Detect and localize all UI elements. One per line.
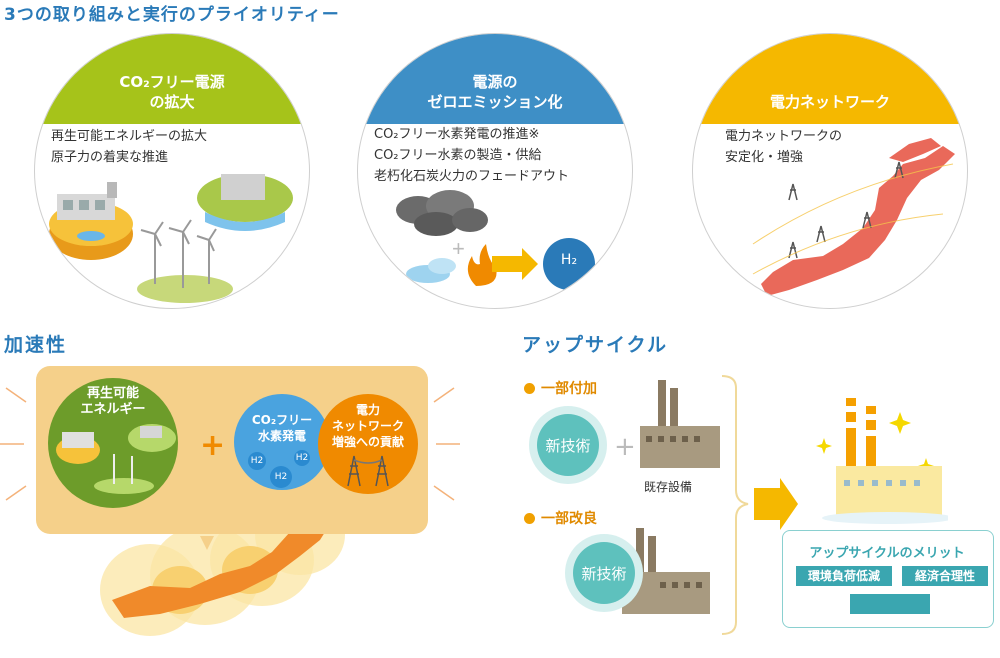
acceleration-heading: 加速性 <box>4 334 68 356</box>
pillar-header: CO₂フリー電源 の拡大 <box>35 34 309 124</box>
svg-text:+: + <box>452 236 465 261</box>
new-tech-circle: 新技術 <box>537 414 599 476</box>
plus-sign: + <box>200 428 226 463</box>
upcycle-bracket <box>721 375 798 635</box>
pillar-title-line1: CO₂フリー電源 <box>119 73 225 91</box>
merit-title: アップサイクルのメリット <box>809 546 965 561</box>
h2-bubble: H2 <box>270 466 292 488</box>
network-label-line: ネットワーク <box>331 419 404 433</box>
pillar-power-network: 電力ネットワーク 電力ネットワークの 安定化・増強 <box>692 33 968 309</box>
renewable-label-line: エネルギー <box>80 402 146 417</box>
pillar-zero-emission: 電源の ゼロエミッション化 CO₂フリー水素発電の推進※ CO₂フリー水素の製造… <box>357 33 633 309</box>
new-tech-circle: 新技術 <box>573 542 635 604</box>
pillar-text-line: 原子力の着実な推進 <box>51 150 169 165</box>
pillar-text-line: 再生可能エネルギーの拡大 <box>51 129 208 144</box>
japan-heat-map <box>100 495 345 636</box>
pillar-text: 再生可能エネルギーの拡大 原子力の着実な推進 <box>51 126 207 168</box>
h2-label: H₂ <box>560 252 578 268</box>
renewable-label-line: 再生可能 <box>86 386 139 401</box>
pillar-text: CO₂フリー水素発電の推進※ CO₂フリー水素の製造・供給 老朽化石炭火力のフェ… <box>374 124 569 187</box>
flame-icon <box>467 244 497 286</box>
pillar-title-line1: 電力ネットワーク <box>769 93 890 111</box>
partial-add-item: 一部付加 <box>524 378 597 398</box>
renewable-label: 再生可能 エネルギー <box>48 386 178 418</box>
coal-icon <box>396 190 488 236</box>
bullet-icon <box>524 383 535 394</box>
hydrogen-label-line: CO₂フリー <box>251 413 313 427</box>
pillar-text-line: CO₂フリー水素発電の推進※ <box>374 127 540 142</box>
air-icon <box>406 258 456 283</box>
renewable-mini-illustration <box>56 424 176 494</box>
partial-add-label: 一部付加 <box>541 381 597 397</box>
h2-bubble: H2 <box>294 450 310 466</box>
upcycle-heading: アップサイクル <box>522 334 669 356</box>
partial-improve-label: 一部改良 <box>541 511 597 527</box>
network-label-line: 増強への貢献 <box>331 435 404 449</box>
pillar-text-line: CO₂フリー水素の製造・供給 <box>374 148 542 163</box>
hydrogen-label-line: 水素発電 <box>257 429 306 443</box>
pillar-title-line2: の拡大 <box>149 93 195 111</box>
arrow-right-icon <box>492 248 538 280</box>
hydrogen-illustration: + <box>396 190 595 290</box>
merit-chip-empty <box>850 594 930 614</box>
renewable-illustration <box>49 174 293 303</box>
arrow-right-icon <box>754 478 798 530</box>
h2-circle <box>543 238 595 290</box>
bullet-icon <box>524 513 535 524</box>
network-label-line: 電力 <box>355 403 380 417</box>
pillar-title-line1: 電源の <box>472 73 518 91</box>
japan-map-illustration <box>749 138 955 308</box>
merit-chip: 環境負荷低減 <box>796 566 892 586</box>
acceleration-decoration <box>0 387 460 636</box>
hydrogen-circle: CO₂フリー 水素発電 <box>234 394 330 490</box>
existing-facility-label: 既存設備 <box>644 480 693 494</box>
pillar-text-line: 老朽化石炭火力のフェードアウト <box>374 169 570 184</box>
pillar-text-line: 安定化・増強 <box>725 150 804 165</box>
network-circle: 電力 ネットワーク 増強への貢献 <box>318 394 418 494</box>
upcycled-factory-icon <box>816 398 948 524</box>
nuclear-plant-icon <box>49 182 133 260</box>
dam-icon <box>197 174 293 231</box>
pillar-header: 電源の ゼロエミッション化 <box>358 34 632 124</box>
wind-turbine-icon <box>137 219 233 303</box>
factory-icon <box>640 380 720 468</box>
factory-icon <box>622 528 710 614</box>
pillar-header: 電力ネットワーク <box>693 34 967 124</box>
merit-chip: 経済合理性 <box>902 566 988 586</box>
pillar-text: 電力ネットワークの 安定化・増強 <box>725 126 842 168</box>
pillar-text-line: 電力ネットワークの <box>725 129 843 144</box>
main-title: 3つの取り組みと実行のプライオリティー <box>4 5 340 25</box>
partial-improve-item: 一部改良 <box>524 508 597 528</box>
pillar-title-line2: ゼロエミッション化 <box>427 93 563 111</box>
pylon-icon <box>347 455 389 487</box>
plus-sign: + <box>614 432 636 462</box>
pillar-co2-free-power: CO₂フリー電源 の拡大 再生可能エネルギーの拡大 原子力の着実な推進 <box>34 33 310 309</box>
h2-bubble: H2 <box>248 452 266 470</box>
